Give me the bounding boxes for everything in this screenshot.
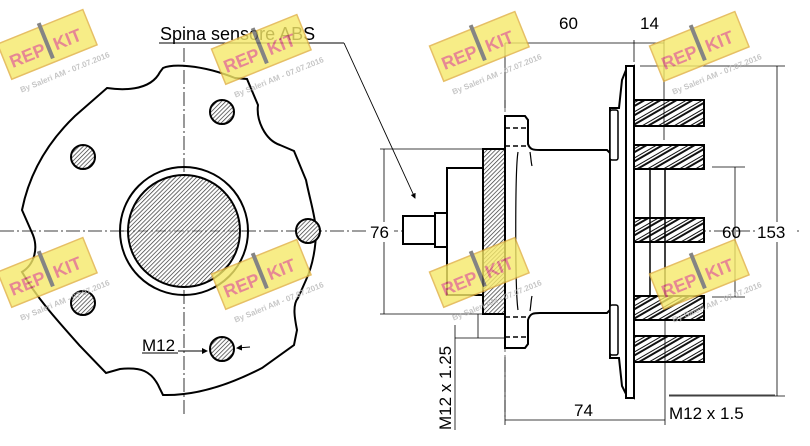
repkit-watermark: REP KIT By Saleri AM - 07.07.2016 <box>0 8 111 94</box>
dim-76: 76 <box>370 223 389 242</box>
repkit-watermark: REP KIT By Saleri AM - 07.07.2016 <box>428 10 543 96</box>
bolt-hole <box>70 144 96 170</box>
dimensions: 60 14 76 M12 x 1.25 74 M12 x 1.5 60 <box>366 14 796 430</box>
repkit-watermark: REP KIT By Saleri AM - 07.07.2016 <box>648 10 763 96</box>
wheel-stud <box>633 144 705 170</box>
abs-sensor-pin <box>402 215 436 245</box>
bolt-hole-m12 <box>209 336 235 362</box>
front-view: M12 <box>0 48 362 414</box>
bolt-hole <box>209 99 235 125</box>
bolt-hole <box>70 290 96 316</box>
dim-153: 153 <box>757 223 785 242</box>
hub-flange <box>504 115 611 349</box>
rotor-disc <box>625 65 635 399</box>
wheel-stud <box>633 217 705 243</box>
flange-outline <box>20 64 318 397</box>
bolt-hole <box>295 218 321 244</box>
dim-inner-60: 60 <box>722 223 741 242</box>
dim-top-14: 14 <box>640 14 659 33</box>
label-m12: M12 <box>142 336 175 355</box>
dim-74: 74 <box>574 401 593 420</box>
wheel-stud <box>633 335 705 363</box>
wheel-stud <box>633 99 705 127</box>
thread-m12x125: M12 x 1.25 <box>436 346 455 430</box>
dim-top-60: 60 <box>559 14 578 33</box>
thread-m12x15: M12 x 1.5 <box>669 404 744 423</box>
repkit-watermark: REP KIT By Saleri AM - 07.07.2016 <box>0 236 111 322</box>
repkit-watermark: REP KIT By Saleri AM - 07.07.2016 <box>210 13 325 99</box>
